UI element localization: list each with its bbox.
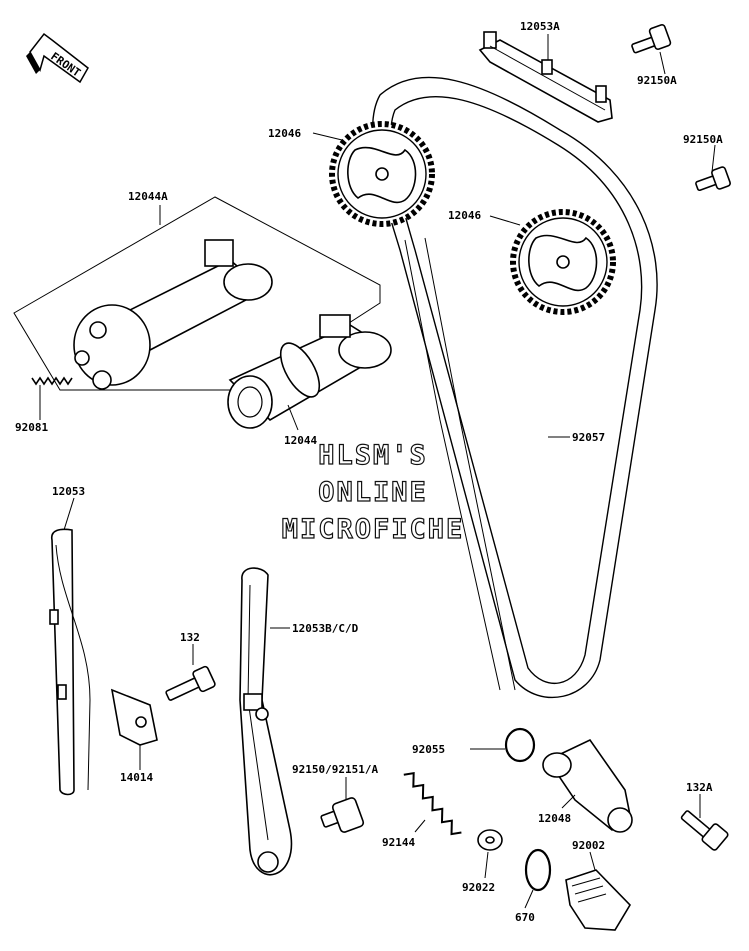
bolt-132a bbox=[680, 810, 729, 851]
label-92022: 92022 bbox=[462, 881, 495, 894]
label-12046-b: 12046 bbox=[448, 209, 481, 222]
bolt-132 bbox=[165, 665, 216, 701]
sprocket-12046-a bbox=[329, 121, 435, 227]
label-12044: 12044 bbox=[284, 434, 317, 447]
sprocket-12046-b bbox=[510, 209, 616, 315]
label-12053: 12053 bbox=[52, 485, 85, 498]
tensioner-12048 bbox=[542, 738, 633, 833]
bolt-92150a-right bbox=[695, 166, 731, 192]
plug-92002 bbox=[565, 869, 632, 931]
camshaft-assembly-box bbox=[13, 196, 381, 391]
label-92002: 92002 bbox=[572, 839, 605, 852]
label-12053bcd: 12053B/C/D bbox=[292, 622, 359, 635]
bolt-92150-92151a bbox=[320, 797, 365, 833]
o-ring-670 bbox=[524, 848, 552, 892]
label-92150a-right: 92150A bbox=[683, 133, 723, 146]
chain-guide-12053bcd bbox=[239, 567, 293, 876]
label-12053a: 12053A bbox=[520, 20, 560, 33]
label-92057: 92057 bbox=[572, 431, 605, 444]
camshaft-12044 bbox=[227, 314, 392, 429]
leader-lines bbox=[39, 34, 716, 909]
label-92055: 92055 bbox=[412, 743, 445, 756]
label-14014: 14014 bbox=[120, 771, 153, 784]
label-132: 132 bbox=[180, 631, 200, 644]
plate-14014 bbox=[110, 688, 158, 746]
label-12044a: 12044A bbox=[128, 190, 168, 203]
bolt-92150a-top bbox=[631, 23, 672, 54]
label-132a: 132A bbox=[686, 781, 713, 794]
o-ring-92055 bbox=[504, 727, 536, 763]
label-670: 670 bbox=[515, 911, 535, 924]
spring-92144 bbox=[403, 772, 462, 836]
watermark-line-2: ONLINE bbox=[318, 477, 428, 508]
label-92150a-top: 92150A bbox=[637, 74, 677, 87]
washer-92022 bbox=[477, 829, 503, 851]
label-12046-a: 12046 bbox=[268, 127, 301, 140]
label-92144: 92144 bbox=[382, 836, 415, 849]
spring-92081 bbox=[31, 376, 73, 386]
upper-chain-guide bbox=[478, 31, 613, 123]
label-12048: 12048 bbox=[538, 812, 571, 825]
chain-guide-12053 bbox=[49, 528, 91, 796]
front-arrow-icon: FRONT bbox=[26, 32, 89, 84]
watermark-line-3: MICROFICHE bbox=[282, 514, 465, 545]
label-92150-92151a: 92150/92151/A bbox=[292, 763, 378, 776]
watermark-line-1: HLSM'S bbox=[318, 440, 428, 471]
label-92081: 92081 bbox=[15, 421, 48, 434]
